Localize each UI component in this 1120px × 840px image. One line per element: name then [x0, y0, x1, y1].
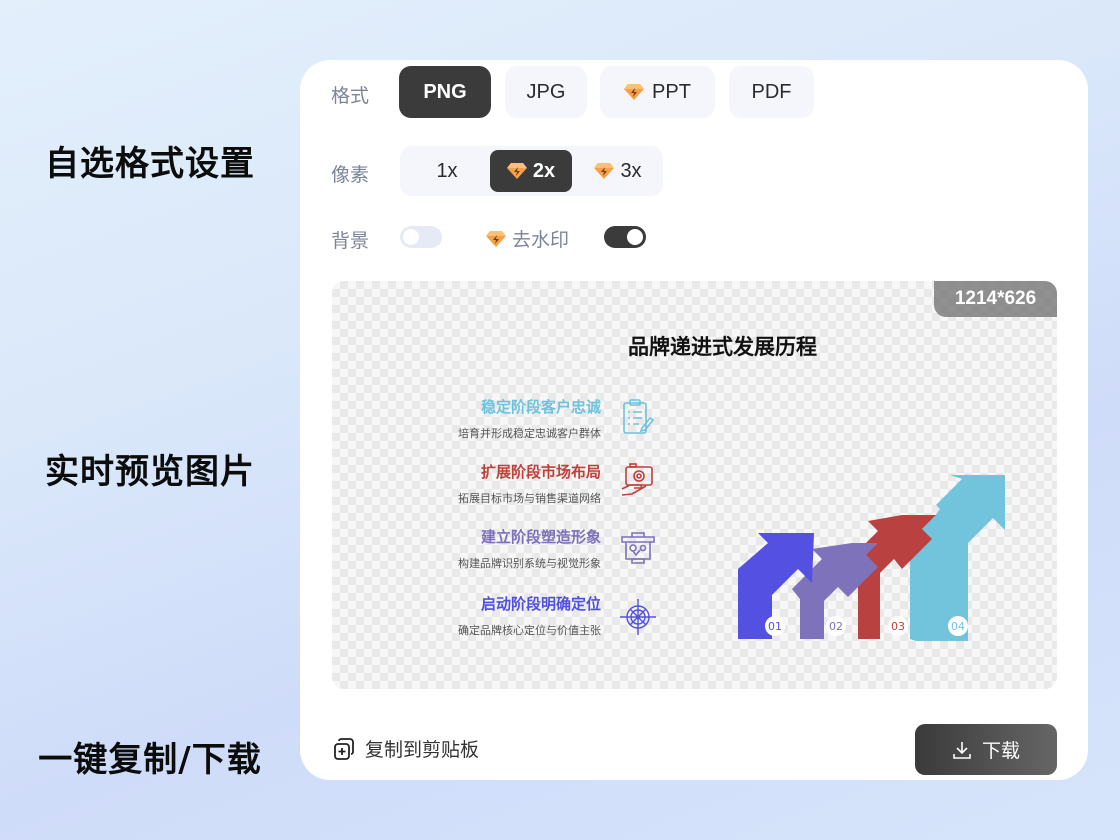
dimensions-badge: 1214*626: [934, 281, 1057, 317]
infographic-title: 品牌递进式发展历程: [628, 335, 817, 359]
toggle-knob: [403, 229, 419, 245]
toggle-knob: [627, 229, 643, 245]
clipboard-checklist-icon: [623, 399, 655, 434]
feature-label-preview: 实时预览图片: [45, 452, 255, 492]
camera-hand-icon: [621, 463, 653, 496]
stage-title: 扩展阶段市场布局: [480, 463, 601, 481]
copy-label: 复制到剪贴板: [365, 740, 480, 761]
copy-icon: [334, 737, 354, 760]
resolution-label: 像素: [331, 164, 370, 186]
arrow-number: 03: [891, 620, 905, 633]
premium-gem-icon: [506, 163, 527, 179]
watermark-text: 去水印: [512, 230, 570, 251]
format-option-ppt[interactable]: PPT: [600, 66, 715, 118]
remove-watermark-toggle[interactable]: [604, 226, 646, 248]
resolution-option-label: 3x: [620, 159, 642, 182]
stage-item: 启动阶段明确定位 确定品牌核心定位与价值主张: [381, 593, 601, 638]
stage-title: 稳定阶段客户忠诚: [480, 398, 601, 416]
format-option-label: PPT: [652, 80, 691, 103]
stage-item: 扩展阶段市场布局 拓展目标市场与销售渠道网络: [381, 461, 601, 506]
export-panel: 格式 PNG JPG PPT PDF 像素 1x 2x 3x 背景 去水印 12…: [300, 60, 1088, 780]
download-label: 下载: [981, 741, 1020, 762]
download-button[interactable]: 下载: [915, 724, 1057, 775]
resolution-option-1x[interactable]: 1x: [408, 150, 486, 192]
premium-gem-icon: [624, 84, 645, 100]
format-option-png[interactable]: PNG: [399, 66, 491, 118]
arrow-number: 01: [768, 620, 782, 633]
arrow-number: 02: [829, 620, 843, 633]
premium-gem-icon: [594, 163, 615, 179]
format-option-label: JPG: [526, 80, 566, 103]
resolution-option-2x[interactable]: 2x: [490, 150, 572, 192]
resolution-option-label: 2x: [532, 159, 556, 182]
growth-arrows-graphic: 01 02 03 04: [738, 475, 1005, 641]
feature-label-format: 自选格式设置: [45, 144, 255, 184]
stage-desc: 拓展目标市场与销售渠道网络: [458, 492, 601, 505]
presentation-board-icon: [621, 532, 655, 564]
resolution-option-3x[interactable]: 3x: [578, 150, 658, 192]
format-option-label: PDF: [751, 80, 792, 103]
stage-title: 启动阶段明确定位: [480, 595, 601, 613]
feature-label-download: 一键复制/下载: [38, 740, 262, 780]
format-option-label: PNG: [423, 80, 467, 103]
stage-item: 建立阶段塑造形象 构建品牌识别系统与视觉形象: [381, 526, 601, 571]
remove-watermark-label: 去水印: [486, 225, 569, 252]
compass-icon: [620, 599, 656, 635]
resolution-segmented-control: 1x 2x 3x: [400, 146, 663, 196]
stage-title: 建立阶段塑造形象: [480, 528, 601, 546]
background-label: 背景: [331, 230, 370, 252]
stage-desc: 培育并形成稳定忠诚客户群体: [458, 427, 601, 440]
copy-to-clipboard-button[interactable]: 复制到剪贴板: [333, 735, 479, 762]
stage-desc: 构建品牌识别系统与视觉形象: [458, 557, 601, 570]
format-option-jpg[interactable]: JPG: [505, 66, 587, 118]
format-option-pdf[interactable]: PDF: [729, 66, 814, 118]
stage-item: 稳定阶段客户忠诚 培育并形成稳定忠诚客户群体: [381, 396, 601, 441]
background-toggle[interactable]: [400, 226, 442, 248]
format-label: 格式: [331, 85, 370, 107]
image-preview: 1214*626 品牌递进式发展历程 稳定阶段客户忠诚 培育并形成稳定忠诚客户群…: [332, 281, 1057, 689]
premium-gem-icon: [486, 230, 506, 247]
download-icon: [953, 741, 971, 759]
stage-desc: 确定品牌核心定位与价值主张: [458, 624, 601, 637]
arrow-number: 04: [951, 620, 965, 633]
resolution-option-label: 1x: [436, 159, 458, 182]
